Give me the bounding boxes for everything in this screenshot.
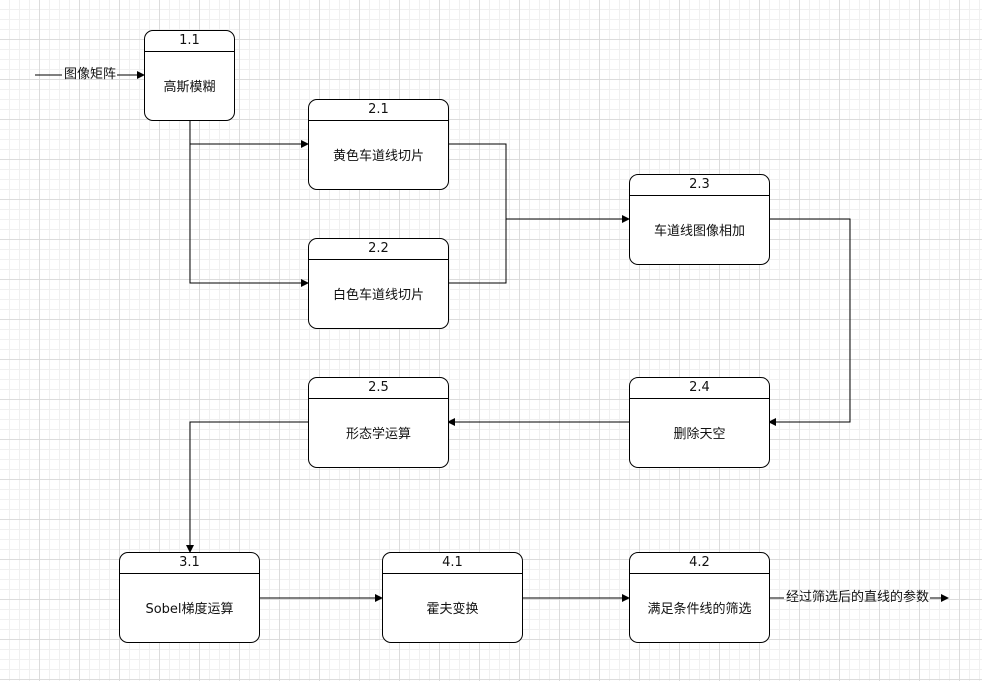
process-number: 3.1 [120, 553, 259, 574]
process-label: 高斯模糊 [163, 80, 216, 95]
process-number: 1.1 [145, 31, 234, 52]
process-label: 删除天空 [673, 427, 726, 442]
arrow-gaussian-to-yellow-slice [189, 120, 309, 148]
process-number: 4.1 [383, 553, 522, 574]
process-label: 车道线图像相加 [653, 224, 745, 239]
process-node-gaussian-blur[interactable]: 1.1 高斯模糊 [144, 30, 235, 121]
output-label-line-params: 经过筛选后的直线的参数 [786, 590, 930, 605]
process-node-yellow-lane-slice[interactable]: 2.1 黄色车道线切片 [308, 99, 449, 190]
process-label: 形态学运算 [345, 427, 411, 442]
process-number: 2.4 [630, 378, 769, 399]
process-node-hough-transform[interactable]: 4.1 霍夫变换 [382, 552, 523, 643]
process-label: 霍夫变换 [426, 602, 479, 617]
process-node-morphology[interactable]: 2.5 形态学运算 [308, 377, 449, 468]
process-node-remove-sky[interactable]: 2.4 删除天空 [629, 377, 770, 468]
process-label: 满足条件线的筛选 [647, 602, 752, 617]
process-label: 白色车道线切片 [332, 288, 424, 303]
process-node-white-lane-slice[interactable]: 2.2 白色车道线切片 [308, 238, 449, 329]
process-node-sobel-gradient[interactable]: 3.1 Sobel梯度运算 [119, 552, 260, 643]
input-label-image-matrix: 图像矩阵 [64, 67, 117, 82]
arrow-add-to-remove-sky [768, 218, 851, 426]
arrow-yellow-slice-to-add [448, 143, 630, 223]
process-number: 2.2 [309, 239, 448, 260]
arrow-gaussian-to-white-slice [189, 144, 309, 287]
process-number: 2.5 [309, 378, 448, 399]
arrow-white-slice-to-add [448, 219, 507, 284]
process-label: Sobel梯度运算 [145, 602, 234, 617]
process-number: 4.2 [630, 553, 769, 574]
process-node-lane-image-add[interactable]: 2.3 车道线图像相加 [629, 174, 770, 265]
process-label: 黄色车道线切片 [332, 149, 424, 164]
process-number: 2.3 [630, 175, 769, 196]
process-number: 2.1 [309, 100, 448, 121]
process-node-line-filter[interactable]: 4.2 满足条件线的筛选 [629, 552, 770, 643]
arrow-morphology-to-sobel [186, 421, 308, 553]
